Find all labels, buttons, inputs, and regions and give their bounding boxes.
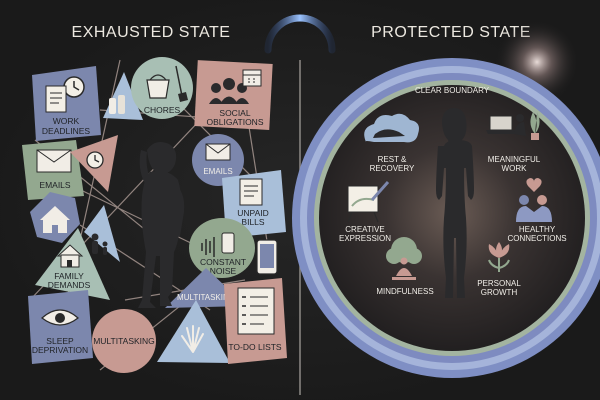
unpaid-bills-label-2: BILLS bbox=[241, 217, 264, 227]
family-demands-label-1: FAMILY bbox=[54, 271, 84, 281]
triangle-shape bbox=[84, 205, 120, 262]
hug-icon bbox=[516, 178, 552, 222]
personal-growth-item: PERSONAL GROWTH bbox=[477, 242, 521, 297]
emails-left-card: EMAILS bbox=[22, 140, 84, 200]
mindfulness-label: MINDFULNESS bbox=[376, 287, 433, 296]
social-obligations-card: SOCIAL OBLIGATIONS bbox=[194, 60, 273, 130]
envelope-icon bbox=[36, 149, 72, 173]
mindfulness-item: MINDFULNESS bbox=[376, 237, 434, 296]
eye-icon bbox=[41, 309, 79, 326]
top-arc-decoration bbox=[264, 14, 336, 54]
meaningful-work-label-1: MEANINGFUL bbox=[488, 155, 541, 164]
sleep-deprivation-card: SLEEP DEPRIVATION bbox=[28, 290, 93, 364]
protected-panel: CLEAR BOUNDARY REST & RECOVERY MEANINGFU… bbox=[292, 58, 600, 378]
emails-right-card: EMAILS bbox=[192, 134, 244, 186]
clear-boundary-label: CLEAR BOUNDARY bbox=[415, 86, 490, 95]
house-icon bbox=[56, 244, 84, 268]
personal-growth-label-2: GROWTH bbox=[481, 288, 518, 297]
cleaning-bottles-icon bbox=[109, 95, 125, 114]
social-obligations-label-1: SOCIAL bbox=[219, 108, 250, 118]
multitasking-top-label: MULTITASKING bbox=[177, 293, 235, 302]
lotus-icon bbox=[488, 242, 510, 272]
rest-recovery-item: REST & RECOVERY bbox=[364, 113, 419, 173]
family-icon bbox=[91, 233, 108, 255]
phone-icon bbox=[221, 232, 235, 254]
chores-label: CHORES bbox=[144, 105, 181, 115]
document-icon bbox=[45, 85, 67, 113]
healthy-connections-item: HEALTHY CONNECTIONS bbox=[507, 178, 567, 243]
calendar-icon bbox=[242, 69, 262, 87]
home-card bbox=[30, 192, 80, 243]
constant-noise-card: CONSTANT NOISE bbox=[189, 218, 255, 278]
chores-card: CHORES bbox=[131, 57, 193, 119]
easel-icon bbox=[347, 181, 390, 223]
personal-growth-label-1: PERSONAL bbox=[477, 279, 521, 288]
healthy-connections-label-1: HEALTHY bbox=[519, 225, 556, 234]
family-demands-card: FAMILY DEMANDS bbox=[35, 228, 110, 300]
todo-lists-card: TO-DO LISTS bbox=[224, 278, 287, 364]
checklist-icon bbox=[237, 287, 275, 335]
phone-icon bbox=[256, 239, 278, 275]
meaningful-work-item: MEANINGFUL WORK bbox=[486, 112, 541, 173]
sleep-deprivation-label-1: SLEEP bbox=[46, 336, 74, 346]
house-icon bbox=[40, 206, 70, 233]
emails-right-label: EMAILS bbox=[203, 167, 232, 176]
work-deadlines-label-1: WORK bbox=[53, 116, 80, 126]
sleep-deprivation-label-2: DEPRIVATION bbox=[32, 345, 88, 355]
laptop-icon bbox=[486, 114, 526, 136]
creative-expression-item: CREATIVE EXPRESSION bbox=[339, 181, 391, 243]
work-deadlines-label-2: DEADLINES bbox=[42, 126, 91, 136]
multitasking-bottom-label: MULTITASKING bbox=[93, 336, 155, 346]
unpaid-bills-label-1: UNPAID bbox=[237, 208, 269, 218]
rest-recovery-label-1: REST & bbox=[378, 155, 407, 164]
document-icon bbox=[239, 178, 263, 206]
creative-expression-label-2: EXPRESSION bbox=[339, 234, 391, 243]
tree-icon bbox=[386, 237, 422, 264]
unpaid-bills-card: UNPAID BILLS bbox=[222, 170, 286, 238]
exhausted-state-title: EXHAUSTED STATE bbox=[72, 24, 231, 41]
exhausted-panel: WORK DEADLINES CHORES bbox=[22, 57, 287, 373]
clock-icon bbox=[86, 151, 104, 169]
clock-icon bbox=[63, 76, 85, 98]
emails-left-label: EMAILS bbox=[39, 180, 71, 190]
todo-lists-label: TO-DO LISTS bbox=[228, 342, 282, 352]
exhausted-person-silhouette bbox=[138, 142, 185, 308]
envelope-icon bbox=[205, 143, 231, 161]
protected-state-title: PROTECTED STATE bbox=[371, 24, 531, 41]
constant-noise-label-1: CONSTANT bbox=[200, 257, 246, 267]
work-deadlines-card: WORK DEADLINES bbox=[32, 66, 101, 141]
multitasking-bottom-card: MULTITASKING bbox=[92, 309, 156, 373]
hands-icon bbox=[181, 325, 204, 353]
cloud-rest-icon bbox=[364, 113, 419, 143]
sound-wave-icon bbox=[201, 237, 215, 257]
protected-person-silhouette bbox=[436, 108, 474, 298]
cleaning-bucket-icon bbox=[146, 65, 188, 102]
meaningful-work-label-2: WORK bbox=[502, 164, 528, 173]
social-obligations-label-2: OBLIGATIONS bbox=[207, 117, 264, 127]
creative-expression-label-1: CREATIVE bbox=[345, 225, 384, 234]
constant-noise-label-2: NOISE bbox=[210, 266, 237, 276]
family-demands-label-2: DEMANDS bbox=[48, 280, 91, 290]
healthy-connections-label-2: CONNECTIONS bbox=[507, 234, 566, 243]
rest-recovery-label-2: RECOVERY bbox=[370, 164, 415, 173]
plant-icon bbox=[530, 112, 540, 140]
reaching-hands-card bbox=[157, 300, 230, 363]
meditating-person-icon bbox=[392, 257, 416, 280]
